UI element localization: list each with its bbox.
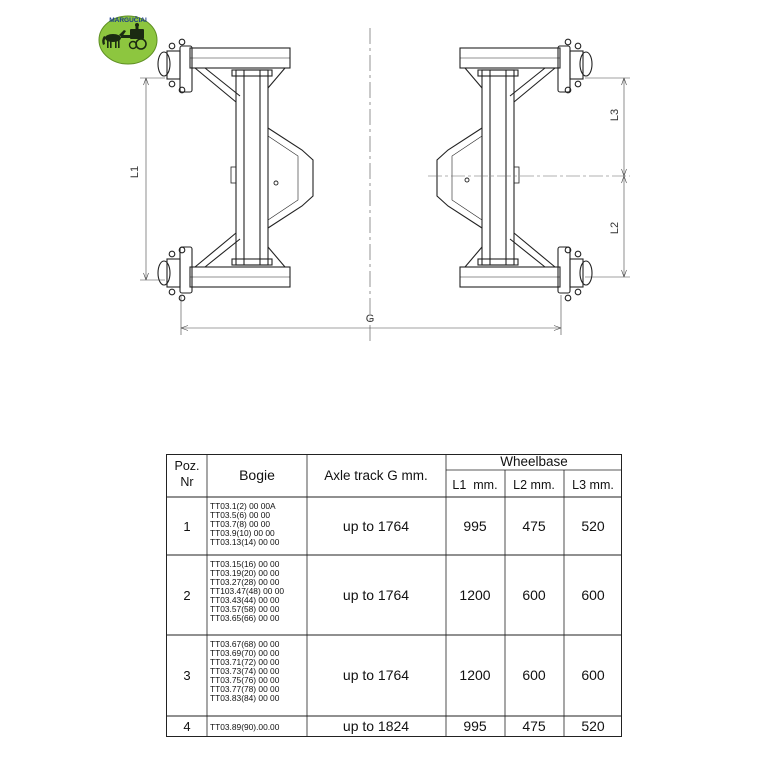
bogie-code: TT03.83(84) 00 00	[210, 693, 280, 703]
left-bogie	[157, 38, 314, 302]
bogie-code: TT03.71(72) 00 00	[210, 657, 280, 667]
dimension-label-l3: L3	[609, 109, 621, 121]
header-l3: L3 mm.	[572, 478, 614, 492]
dimension-label-g: G	[366, 313, 375, 325]
axle-track-value: up to 1764	[343, 587, 409, 603]
logo-text: MARGUČIAI	[109, 15, 147, 24]
l1-value: 1200	[459, 667, 490, 683]
l2-value: 475	[522, 518, 546, 534]
l2-value: 475	[522, 718, 546, 734]
header-bogie: Bogie	[239, 467, 275, 483]
horse-cart-icon	[102, 23, 147, 50]
axle-track-value: up to 1764	[343, 518, 409, 534]
header-nr: Nr	[180, 475, 193, 489]
row-nr: 4	[183, 719, 190, 734]
bogie-code: TT03.69(70) 00 00	[210, 648, 280, 658]
table-row: 1 TT03.1(2) 00 00A TT03.5(6) 00 00 TT03.…	[183, 501, 605, 547]
bogie-code: TT03.27(28) 00 00	[210, 577, 280, 587]
bogie-code: TT103.47(48) 00 00	[210, 586, 284, 596]
margučiai-logo: MARGUČIAI	[98, 15, 158, 65]
l3-value: 520	[581, 718, 605, 734]
bogie-code: TT03.7(8) 00 00	[210, 519, 270, 529]
row-nr: 1	[183, 519, 190, 534]
dimension-l1	[140, 77, 165, 281]
header-poz: Poz.	[174, 459, 199, 473]
table-header: Poz. Nr Bogie Axle track G mm. Wheelbase…	[174, 454, 613, 492]
bogie-code: TT03.13(14) 00 00	[210, 537, 280, 547]
bogie-code: TT03.75(76) 00 00	[210, 675, 280, 685]
bogie-drawing: MARGUČIAI	[98, 15, 630, 343]
bogie-code: TT03.9(10) 00 00	[210, 528, 275, 538]
l3-value: 600	[581, 587, 605, 603]
bogie-code: TT03.73(74) 00 00	[210, 666, 280, 676]
dimension-l2-l3	[585, 77, 630, 278]
row-nr: 3	[183, 668, 190, 683]
header-axle-track: Axle track G mm.	[324, 468, 428, 483]
axle-track-value: up to 1764	[343, 667, 409, 683]
l2-value: 600	[522, 587, 546, 603]
l1-value: 995	[463, 718, 487, 734]
l3-value: 600	[581, 667, 605, 683]
bogie-code: TT03.43(44) 00 00	[210, 595, 280, 605]
l3-value: 520	[581, 518, 605, 534]
bogie-code: TT03.77(78) 00 00	[210, 684, 280, 694]
dimension-label-l1: L1	[129, 166, 141, 178]
right-bogie	[436, 38, 593, 302]
table-row: 3 TT03.67(68) 00 00 TT03.69(70) 00 00 TT…	[183, 639, 605, 703]
table-row: 4 TT03.89(90).00.00 up to 1824 995 475 5…	[183, 718, 605, 734]
bogie-code: TT03.15(16) 00 00	[210, 559, 280, 569]
dimension-g	[180, 295, 562, 335]
l2-value: 600	[522, 667, 546, 683]
l1-value: 995	[463, 518, 487, 534]
l1-value: 1200	[459, 587, 490, 603]
table-row: 2 TT03.15(16) 00 00 TT03.19(20) 00 00 TT…	[183, 559, 605, 623]
bogie-code: TT03.89(90).00.00	[210, 722, 280, 732]
dimension-label-l2: L2	[609, 222, 621, 234]
bogie-code: TT03.1(2) 00 00A	[210, 501, 276, 511]
row-nr: 2	[183, 588, 190, 603]
axle-track-value: up to 1824	[343, 718, 409, 734]
table-grid	[166, 454, 622, 737]
header-wheelbase: Wheelbase	[500, 454, 568, 469]
bogie-code: TT03.5(6) 00 00	[210, 510, 270, 520]
header-l2: L2 mm.	[513, 478, 555, 492]
header-l1: L1 mm.	[452, 478, 497, 492]
bogie-code: TT03.67(68) 00 00	[210, 639, 280, 649]
specification-table: Poz. Nr Bogie Axle track G mm. Wheelbase…	[166, 454, 622, 737]
bogie-code: TT03.65(66) 00 00	[210, 613, 280, 623]
bogie-code: TT03.19(20) 00 00	[210, 568, 280, 578]
bogie-code: TT03.57(58) 00 00	[210, 604, 280, 614]
